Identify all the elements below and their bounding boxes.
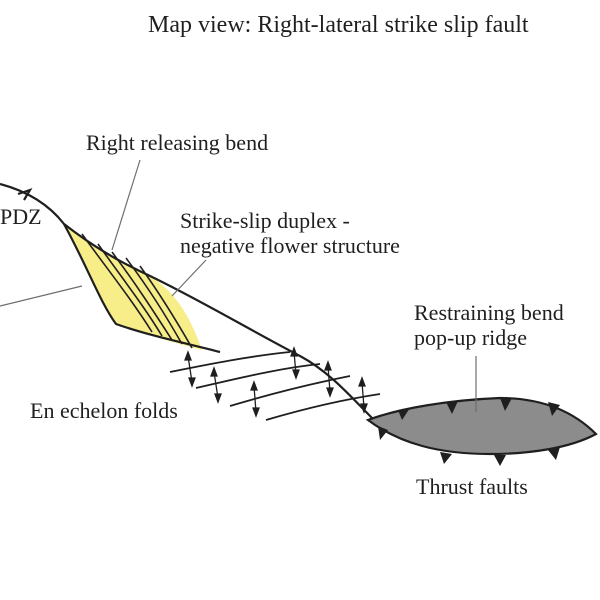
label-strike-slip-duplex: Strike-slip duplex - negative flower str… [180,208,400,259]
label-duplex-line1: Strike-slip duplex - [180,208,350,233]
label-restraining-line1: Restraining bend [414,300,564,325]
popup-ridge [365,396,598,456]
label-pdz: PDZ [0,204,42,229]
slip-direction-arrow [17,188,33,201]
leader-lines [0,159,477,412]
label-restraining-bend: Restraining bend pop-up ridge [414,300,564,351]
diagram-title: Map view: Right-lateral strike slip faul… [148,12,529,38]
label-restraining-line2: pop-up ridge [414,325,528,351]
label-duplex-line2: negative flower structure [180,233,400,259]
en-echelon-fold-axes [169,351,381,421]
pdz-fault-trace [0,182,373,419]
fold-arrows [184,346,368,418]
label-en-echelon-folds: En echelon folds [30,398,178,423]
releasing-bend-lower-branch [63,223,221,354]
thrust-fault-teeth [378,398,560,466]
label-right-releasing-bend: Right releasing bend [86,130,269,155]
label-thrust-faults: Thrust faults [416,474,528,499]
